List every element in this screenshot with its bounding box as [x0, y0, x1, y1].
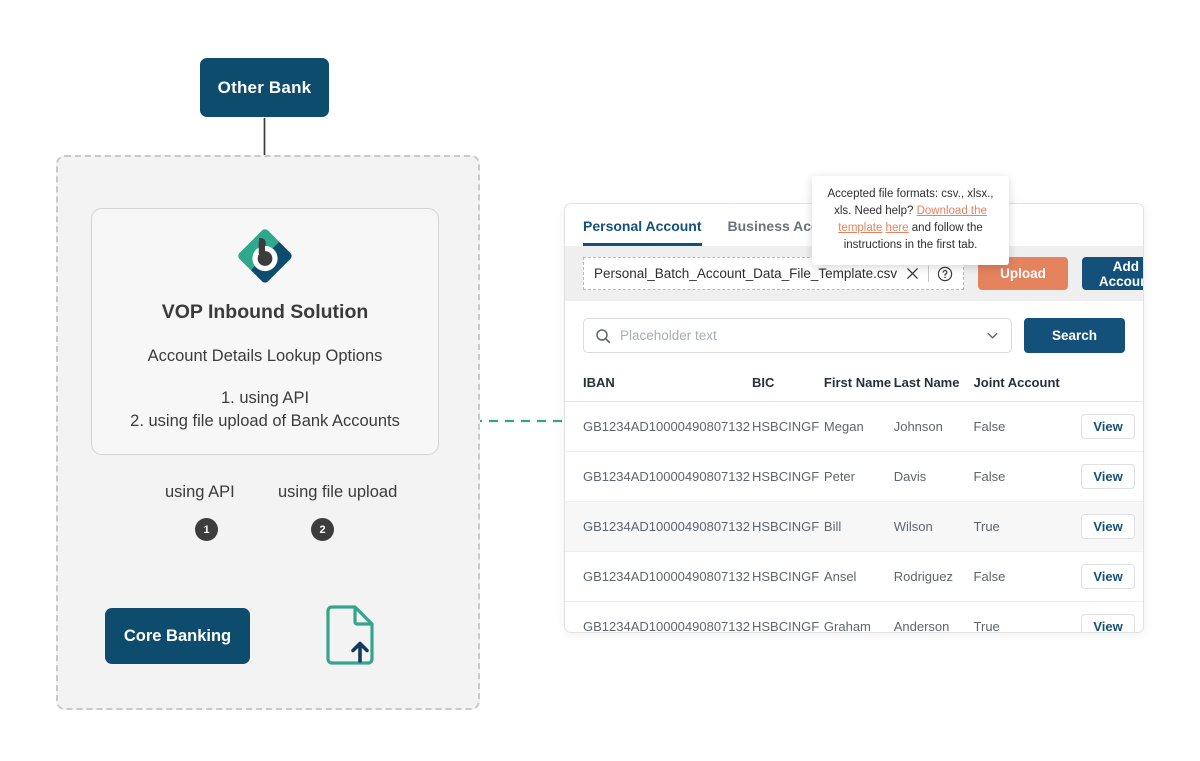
col-header-actions	[1073, 366, 1143, 402]
vop-title: VOP Inbound Solution	[161, 301, 369, 323]
step-badge-1: 1	[195, 518, 218, 541]
col-header-first-name[interactable]: First Name	[823, 366, 894, 402]
col-header-joint-account[interactable]: Joint Account	[973, 366, 1074, 402]
edge-label-using-api: using API	[165, 483, 235, 501]
file-upload-icon	[326, 605, 374, 665]
cell-bic: HSBCINGF	[751, 451, 824, 502]
cell-actions: View	[1073, 601, 1143, 632]
vop-option-2: 2. using file upload of Bank Accounts	[130, 412, 400, 430]
view-button[interactable]: View	[1081, 514, 1135, 539]
view-button[interactable]: View	[1081, 464, 1135, 489]
table-header-row: IBAN BIC First Name Last Name Joint Acco…	[565, 366, 1143, 402]
vop-inbound-solution-card[interactable]: VOP Inbound Solution Account Details Loo…	[91, 208, 439, 455]
tooltip-line-2-post: and follow the instructions in the first…	[843, 222, 983, 251]
close-x-icon[interactable]	[905, 266, 920, 281]
divider	[928, 265, 930, 282]
cell-bic: HSBCINGF	[751, 401, 824, 452]
edge-label-using-file-upload: using file upload	[278, 483, 398, 501]
search-button[interactable]: Search	[1023, 318, 1125, 353]
cell-joint-account: True	[973, 601, 1074, 632]
accounts-panel: Personal Account Business Account Person…	[564, 203, 1144, 633]
chevron-down-icon[interactable]	[985, 328, 1000, 343]
cell-joint-account: False	[973, 451, 1074, 502]
search-icon	[596, 328, 611, 343]
cell-last-name: Johnson	[893, 401, 974, 452]
col-header-bic[interactable]: BIC	[751, 366, 824, 402]
accounts-table: IBAN BIC First Name Last Name Joint Acco…	[565, 366, 1143, 632]
cell-first-name: Peter	[823, 451, 894, 502]
cell-bic: HSBCINGF	[751, 551, 824, 602]
cell-first-name: Graham	[823, 601, 894, 632]
cell-joint-account: False	[973, 551, 1074, 602]
cell-first-name: Bill	[823, 501, 894, 552]
cell-iban: GB1234AD10000490807132	[565, 451, 752, 502]
download-template-link[interactable]: Download the template	[838, 205, 987, 234]
cell-actions: View	[1073, 401, 1143, 452]
vop-subtitle: Account Details Lookup Options	[147, 347, 383, 365]
cell-joint-account: False	[973, 401, 1074, 452]
cell-first-name: Ansel	[823, 551, 894, 602]
cell-iban: GB1234AD10000490807132	[565, 501, 752, 552]
template-here-link[interactable]: here	[885, 222, 909, 234]
node-other-bank[interactable]: Other Bank	[200, 58, 329, 117]
cell-iban: GB1234AD10000490807132	[565, 401, 752, 452]
tab-personal-account[interactable]: Personal Account	[583, 218, 702, 246]
node-core-banking[interactable]: Core Banking	[105, 608, 250, 664]
search-input[interactable]	[620, 328, 976, 343]
tooltip-line-1: Accepted file formats: csv., xlsx., xls.	[827, 188, 994, 217]
cell-iban: GB1234AD10000490807132	[565, 601, 752, 632]
cell-last-name: Davis	[893, 451, 974, 502]
cell-last-name: Wilson	[893, 501, 974, 552]
brand-logo-icon	[238, 229, 292, 283]
search-toolbar: Search	[565, 301, 1143, 359]
vop-option-1: 1. using API	[220, 389, 310, 407]
cell-first-name: Megan	[823, 401, 894, 452]
cell-last-name: Anderson	[893, 601, 974, 632]
col-header-last-name[interactable]: Last Name	[893, 366, 974, 402]
cell-bic: HSBCINGF	[751, 601, 824, 632]
question-mark-circle-icon[interactable]	[937, 266, 953, 282]
selected-file-name: Personal_Batch_Account_Data_File_Templat…	[594, 266, 898, 281]
add-account-button[interactable]: Add Account	[1081, 257, 1143, 290]
view-button[interactable]: View	[1081, 614, 1135, 632]
cell-actions: View	[1073, 551, 1143, 602]
cell-actions: View	[1073, 451, 1143, 502]
cell-bic: HSBCINGF	[751, 501, 824, 552]
node-core-banking-label: Core Banking	[123, 626, 232, 645]
cell-joint-account: True	[973, 501, 1074, 552]
cell-iban: GB1234AD10000490807132	[565, 551, 752, 602]
search-field-wrapper[interactable]	[583, 318, 1012, 353]
node-other-bank-label: Other Bank	[217, 77, 312, 97]
step-badge-2: 2	[311, 518, 334, 541]
col-header-iban[interactable]: IBAN	[565, 366, 752, 402]
file-format-tooltip: Accepted file formats: csv., xlsx., xls.…	[812, 176, 1009, 265]
view-button[interactable]: View	[1081, 414, 1135, 439]
view-button[interactable]: View	[1081, 564, 1135, 589]
tooltip-line-2-pre: Need help?	[854, 205, 917, 217]
cell-actions: View	[1073, 501, 1143, 552]
cell-last-name: Rodriguez	[893, 551, 974, 602]
